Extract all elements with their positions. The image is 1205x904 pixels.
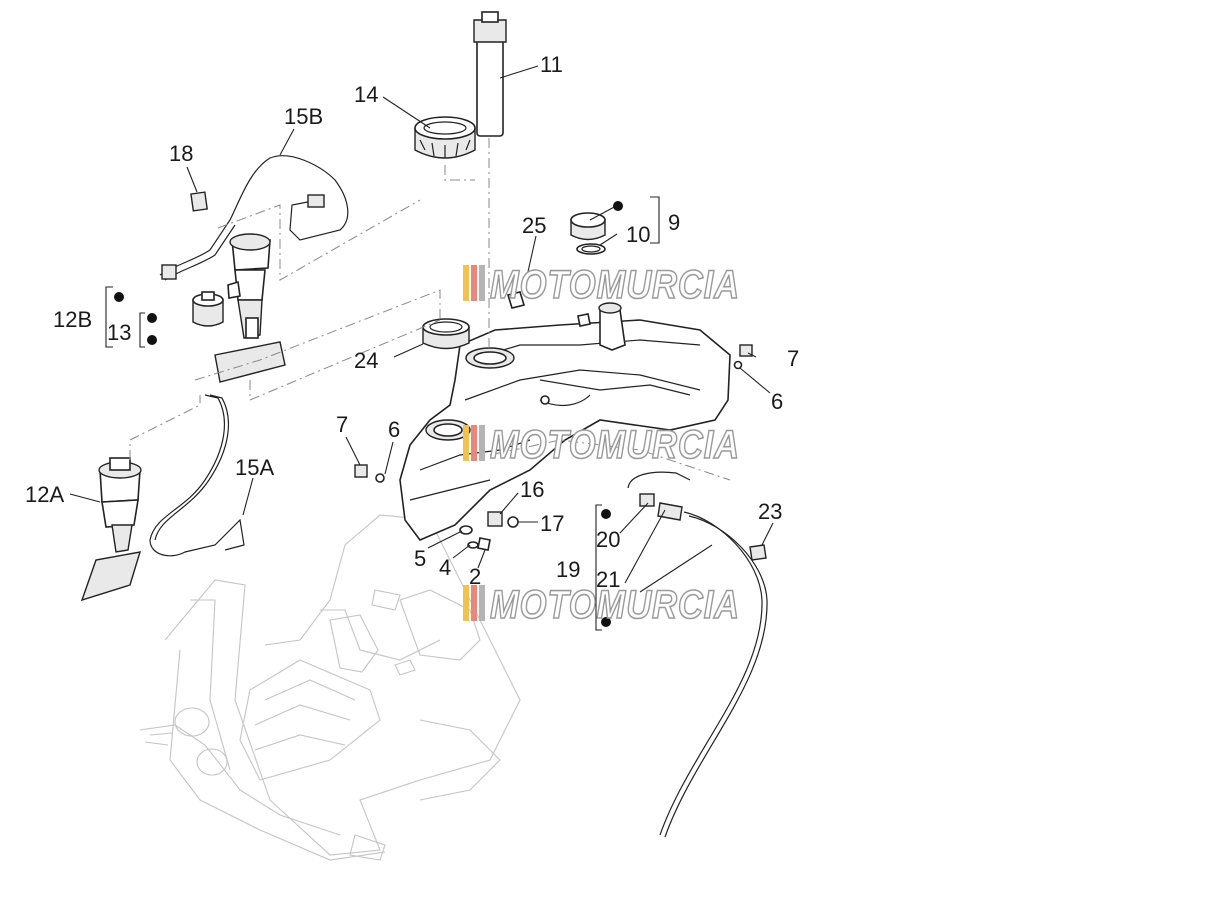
fuel-filter	[192, 291, 286, 383]
bullet-13b	[147, 335, 157, 345]
fuel-level-sender	[473, 11, 507, 137]
callout-14: 14	[354, 82, 378, 107]
fuel-pump-12a	[80, 457, 142, 602]
callout-11: 11	[540, 52, 563, 77]
bullet-21	[601, 617, 611, 627]
callout-13: 13	[107, 320, 131, 345]
bullet-20	[601, 509, 611, 519]
callout-20: 20	[596, 527, 620, 552]
callout-labels: 11 14 15B 18 9 10 25 12B 13 24 7 6 7 6 1…	[25, 52, 799, 592]
callout-12b: 12B	[53, 307, 92, 332]
group-dots	[114, 201, 623, 627]
callout-12a: 12A	[25, 482, 64, 507]
watermark-text-top: MOTOMURCIA	[490, 263, 740, 307]
callout-10: 10	[626, 222, 650, 247]
leader-lines	[69, 65, 774, 631]
small-parts	[190, 191, 753, 551]
assembly-lines	[129, 138, 731, 481]
watermark-logo-bottom: MOTOMURCIA	[463, 582, 740, 628]
callout-6-left: 6	[388, 417, 400, 442]
callout-5: 5	[414, 546, 426, 571]
lock-ring	[414, 116, 476, 159]
callout-15a: 15A	[235, 455, 274, 480]
callout-23: 23	[758, 499, 782, 524]
bullet-13a	[147, 313, 157, 323]
callout-9: 9	[668, 210, 680, 235]
fuel-pump-12b	[227, 233, 271, 339]
callout-4: 4	[439, 555, 451, 580]
callout-21: 21	[596, 567, 620, 592]
callout-7-right: 7	[787, 346, 799, 371]
callout-2: 2	[469, 564, 481, 589]
callout-7-left: 7	[336, 412, 348, 437]
watermark: MOTOMURCIA MOTOMURCIA MOTOMURCIA	[463, 262, 740, 628]
bullet-9	[613, 201, 623, 211]
vent-hose	[627, 471, 768, 838]
callout-25: 25	[522, 213, 546, 238]
callout-15b: 15B	[284, 104, 323, 129]
fuel-cap	[570, 212, 606, 255]
callout-16: 16	[520, 477, 544, 502]
watermark-logo-middle: MOTOMURCIA	[463, 422, 740, 468]
callout-6-right: 6	[771, 389, 783, 414]
watermark-text-middle: MOTOMURCIA	[490, 423, 740, 467]
pump-ring	[422, 318, 470, 350]
watermark-text-bottom: MOTOMURCIA	[490, 583, 740, 627]
fuel-tank	[399, 302, 731, 541]
callout-17: 17	[540, 511, 564, 536]
fuel-hoses	[149, 155, 349, 557]
bullet-12b	[114, 292, 124, 302]
scooter-frame	[139, 514, 521, 861]
watermark-logo-top: MOTOMURCIA	[463, 262, 740, 308]
callout-24: 24	[354, 348, 378, 373]
callout-19: 19	[556, 557, 580, 582]
callout-18: 18	[169, 141, 193, 166]
